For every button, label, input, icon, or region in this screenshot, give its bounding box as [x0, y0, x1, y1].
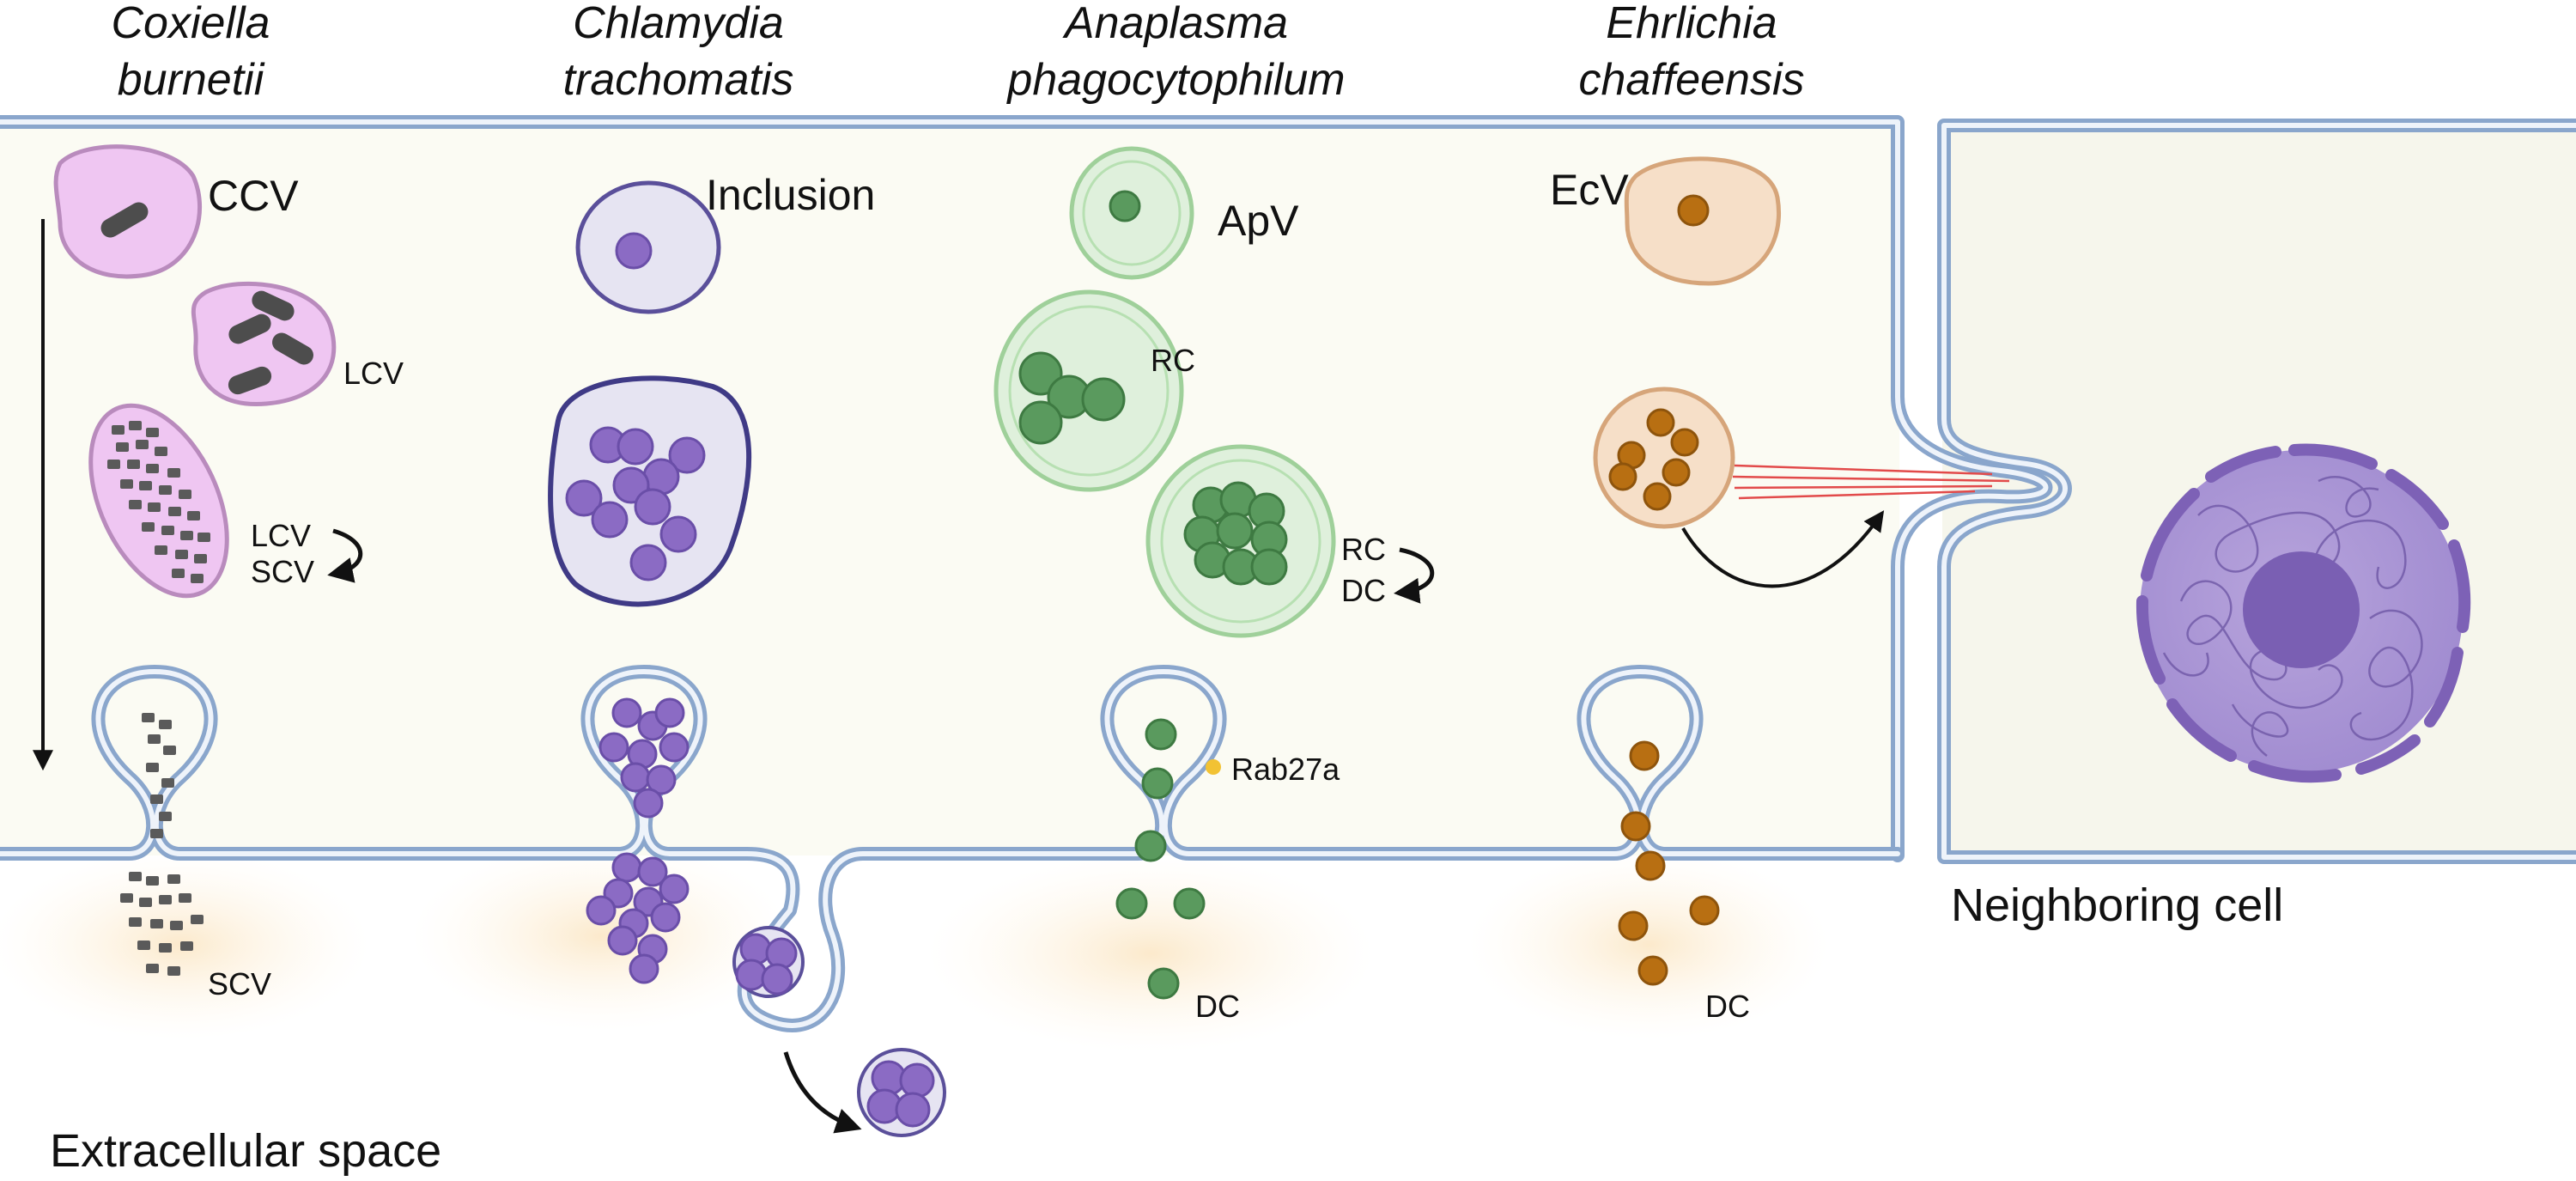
- anaplasma-release-glow: [927, 855, 1374, 1052]
- chlamydia-small-inclusion: [575, 180, 721, 314]
- nuclear-envelope: [2136, 443, 2471, 783]
- chlamydia-release-glow: [412, 842, 790, 1031]
- coxiella-large-vacuole: [88, 403, 229, 599]
- coxiella-ccv: [53, 144, 203, 279]
- ehrlichia-ecv: [1624, 156, 1781, 286]
- neighboring-nucleus: [2136, 443, 2471, 783]
- species-title-chlamydia-line2: trachomatis: [563, 55, 794, 105]
- ehrlichia-column: EcV DC: [1550, 156, 2010, 1024]
- species-title-anaplasma-line2: phagocytophilum: [1005, 55, 1345, 105]
- species-title-coxiella-line2: burnetii: [118, 55, 265, 105]
- label-rc: RC: [1151, 343, 1195, 378]
- extracellular-glows: [0, 842, 1829, 1052]
- label-lcv: LCV: [343, 356, 404, 391]
- rab27a-marker: [1206, 759, 1221, 775]
- ehrlichia-exiting-bodies: [1618, 740, 1720, 986]
- chlamydia-released-inclusion: [857, 1048, 946, 1137]
- ehrlichia-morula: [1593, 387, 1735, 529]
- plasma-membranes: [0, 115, 2576, 1032]
- lcv-scv-cycle-arrow: [327, 528, 363, 583]
- species-title-coxiella-line1: Coxiella: [112, 0, 270, 48]
- label-ehrlichia-released: DC: [1705, 989, 1750, 1024]
- chlamydia-extruding-inclusion: [732, 926, 805, 998]
- species-title-ehrlichia-line1: Ehrlichia: [1606, 0, 1777, 48]
- anaplasma-exiting-bodies: [1115, 718, 1206, 1000]
- species-titles: Coxiella burnetii Chlamydia trachomatis …: [112, 0, 1805, 105]
- chromatin: [2162, 476, 2423, 757]
- label-lcv-cycle-top: LCV: [251, 518, 311, 553]
- species-title-chlamydia-line1: Chlamydia: [573, 0, 784, 48]
- label-rc-cycle-top: RC: [1341, 532, 1386, 567]
- extrusion-arrow: [783, 1051, 862, 1134]
- label-ecv: EcV: [1550, 166, 1629, 214]
- rc-dc-cycle-arrow: [1394, 547, 1435, 604]
- label-inclusion: Inclusion: [706, 171, 875, 219]
- label-coxiella-released: SCV: [208, 966, 271, 1001]
- coxiella-lcv: [191, 281, 337, 406]
- label-rab27a: Rab27a: [1231, 752, 1340, 787]
- species-title-anaplasma-line1: Anaplasma: [1062, 0, 1288, 48]
- label-anaplasma-released: DC: [1195, 989, 1240, 1024]
- label-ccv: CCV: [208, 172, 299, 220]
- coxiella-column: CCV LCV LCV SCV: [33, 144, 404, 1001]
- anaplasma-apv: [1069, 146, 1194, 280]
- anaplasma-rc-vacuole: [993, 289, 1184, 492]
- chlamydia-column: Inclusion: [548, 171, 946, 1137]
- chlamydia-exiting-bodies: [586, 697, 690, 984]
- coxiella-scv-cluster: [107, 421, 210, 583]
- ehrlichia-release-glow: [1468, 850, 1829, 1039]
- label-apv: ApV: [1218, 197, 1299, 245]
- anaplasma-column: ApV RC RC DC Rab27a DC: [993, 146, 1435, 1024]
- cell-to-cell-spread-arrow: [1681, 510, 1885, 588]
- nucleolus: [2243, 551, 2360, 668]
- label-lcv-cycle-bottom: SCV: [251, 554, 314, 589]
- label-neighboring-cell: Neighboring cell: [1951, 880, 2283, 931]
- actin-tails: [1732, 464, 2010, 500]
- species-title-ehrlichia-line2: chaffeensis: [1578, 55, 1804, 105]
- label-extracellular-space: Extracellular space: [50, 1125, 441, 1177]
- label-rc-cycle-bottom: DC: [1341, 573, 1386, 608]
- coxiella-exiting-scvs: [120, 713, 204, 976]
- chlamydia-large-inclusion: [548, 375, 752, 607]
- anaplasma-large-vacuole: [1145, 444, 1336, 638]
